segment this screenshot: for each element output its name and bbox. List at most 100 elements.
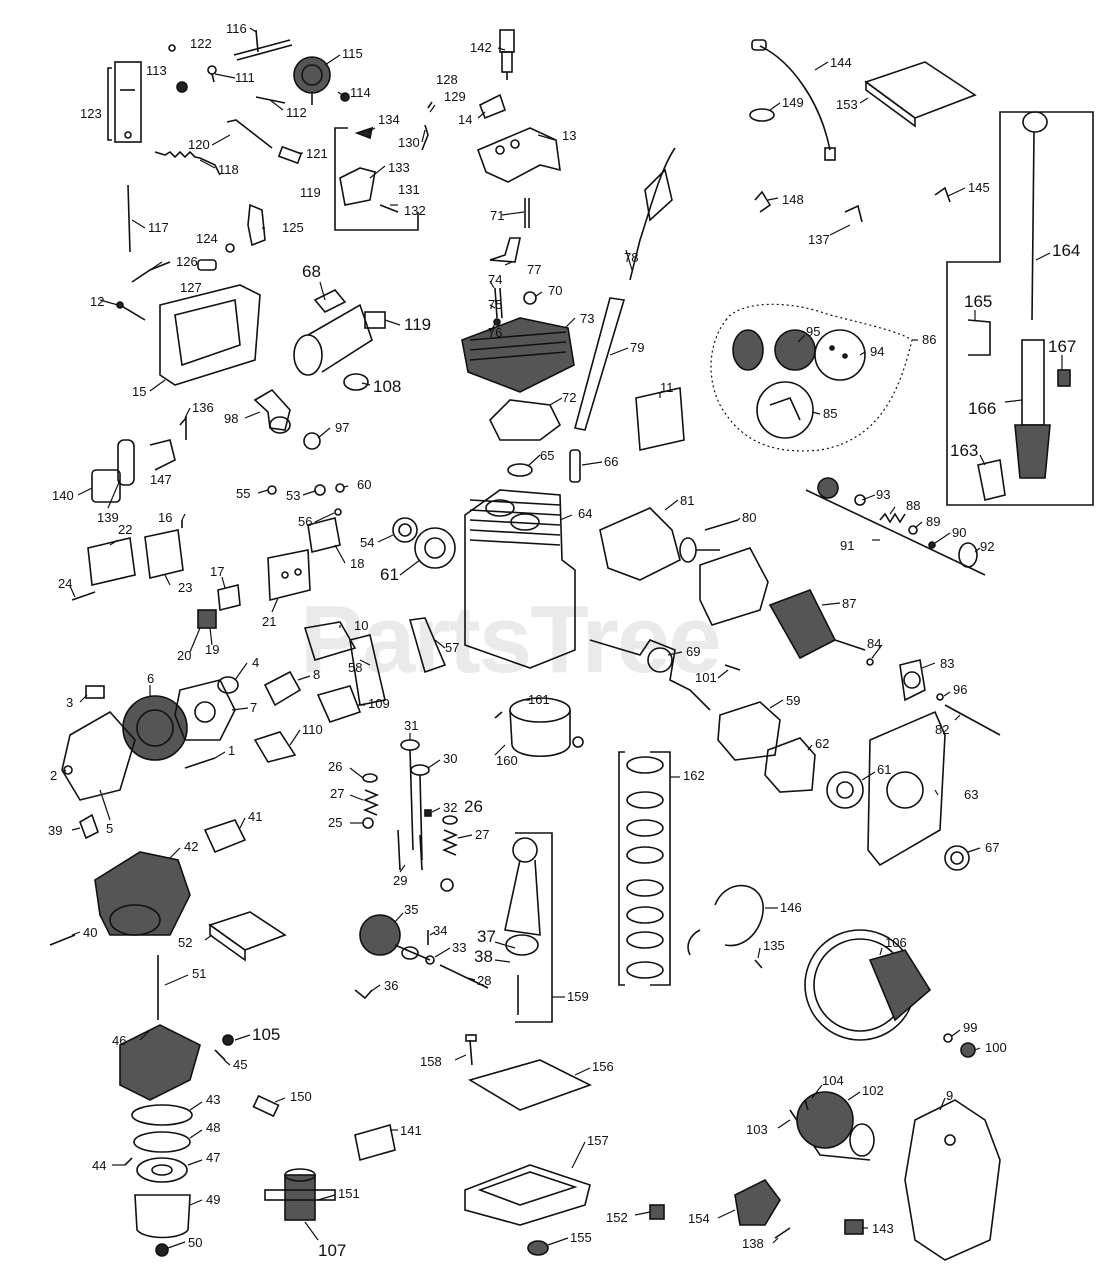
callout-140: 140	[52, 488, 74, 503]
callout-87: 87	[842, 596, 856, 611]
part-3-block	[85, 685, 105, 699]
callout-127: 127	[180, 280, 202, 295]
part-104-key	[804, 1099, 809, 1111]
callout-102: 102	[862, 1083, 884, 1098]
part-158-bolt	[465, 1034, 477, 1066]
part-30-valve	[410, 764, 430, 861]
callout-25: 25	[328, 815, 342, 830]
callout-56: 56	[298, 514, 312, 529]
part-31-valve	[400, 739, 420, 851]
part-102-gear	[796, 1091, 875, 1157]
callout-119b: 119	[300, 185, 321, 200]
part-94-plate	[814, 329, 866, 381]
callout-123: 123	[80, 106, 102, 121]
part-117-link	[127, 184, 131, 253]
callout-6: 6	[147, 671, 154, 686]
callout-85: 85	[823, 406, 837, 421]
callout-164: 164	[1052, 241, 1080, 260]
part-87-armature	[768, 588, 866, 660]
callout-65: 65	[540, 448, 554, 463]
part-55-ring	[267, 485, 277, 495]
part-28-shaft	[439, 964, 489, 989]
callout-147: 147	[150, 472, 172, 487]
part-68-gasket	[313, 289, 347, 313]
part-47-float	[136, 1157, 188, 1183]
callout-150: 150	[290, 1089, 312, 1104]
callout-5: 5	[106, 821, 113, 836]
callout-9: 9	[946, 1088, 953, 1103]
callout-58: 58	[348, 660, 362, 675]
callout-107: 107	[318, 1241, 346, 1260]
part-93-washer	[854, 494, 866, 506]
callout-109: 109	[368, 696, 390, 711]
part-124-ring	[225, 243, 235, 253]
callout-94: 94	[870, 344, 884, 359]
callout-114: 114	[350, 85, 371, 100]
callout-1: 1	[228, 743, 235, 758]
part-67-seal	[944, 845, 970, 871]
part-78-cable	[629, 147, 676, 281]
part-122-clip	[168, 44, 176, 52]
part-91-gear	[817, 477, 839, 499]
part-5-cover	[61, 710, 136, 801]
callout-62: 62	[815, 736, 829, 751]
part-43-gasket	[131, 1104, 193, 1126]
part-97-seal	[303, 432, 321, 450]
part-23-plate	[144, 529, 184, 579]
part-156-gasket	[468, 1059, 593, 1111]
callout-74: 74	[488, 272, 502, 287]
part-22-grille	[87, 537, 136, 586]
callout-55: 55	[236, 486, 250, 501]
callout-28: 28	[477, 973, 491, 988]
part-50-nut	[155, 1243, 169, 1257]
callout-59: 59	[786, 693, 800, 708]
part-123-bracket-plate	[114, 61, 142, 143]
callout-113: 113	[146, 63, 167, 78]
callout-15: 15	[132, 384, 146, 399]
callout-24: 24	[58, 576, 72, 591]
callout-124: 124	[196, 231, 218, 246]
callout-133: 133	[388, 160, 410, 175]
callout-129: 129	[444, 89, 466, 104]
callout-49: 49	[206, 1192, 220, 1207]
part-147-clamp	[149, 439, 176, 471]
part-111-pin	[207, 65, 217, 83]
part-73-cylinder-head	[461, 317, 575, 393]
part-162-piston-rings	[626, 756, 664, 979]
part-77-bracket	[489, 237, 521, 263]
part-70-nut	[523, 291, 537, 305]
part-89-washer	[908, 525, 918, 535]
callout-142: 142	[470, 40, 492, 55]
callout-48: 48	[206, 1120, 220, 1135]
callout-63: 63	[964, 787, 978, 802]
callout-111: 111	[235, 70, 255, 85]
part-1-screw	[184, 757, 216, 769]
part-65-seal	[507, 463, 533, 477]
callout-122: 122	[190, 36, 212, 51]
callout-91: 91	[840, 538, 854, 553]
callout-160: 160	[496, 753, 518, 768]
part-71-stud	[524, 198, 530, 228]
part-165-bracket	[967, 319, 991, 356]
part-100-nut	[960, 1042, 976, 1058]
part-139-gasket	[117, 439, 135, 486]
part-40-screw	[49, 934, 76, 946]
part-137-clip	[844, 204, 863, 223]
part-79-tube	[574, 297, 626, 431]
callout-106: 106	[885, 935, 907, 950]
callout-159: 159	[567, 989, 589, 1004]
callout-60: 60	[357, 477, 371, 492]
part-159-connecting-rod	[504, 837, 541, 1015]
part-155-drain-plug	[527, 1240, 549, 1256]
callout-97: 97	[335, 420, 349, 435]
callout-96: 96	[953, 682, 967, 697]
callout-110: 110	[302, 722, 323, 737]
part-54-seal	[392, 517, 418, 543]
part-164-dipstick	[1022, 111, 1048, 321]
callout-27b: 27	[475, 827, 489, 842]
callout-120: 120	[188, 137, 210, 152]
part-4-seal	[217, 676, 239, 694]
callout-71: 71	[490, 208, 504, 223]
part-92-cap	[958, 542, 978, 568]
